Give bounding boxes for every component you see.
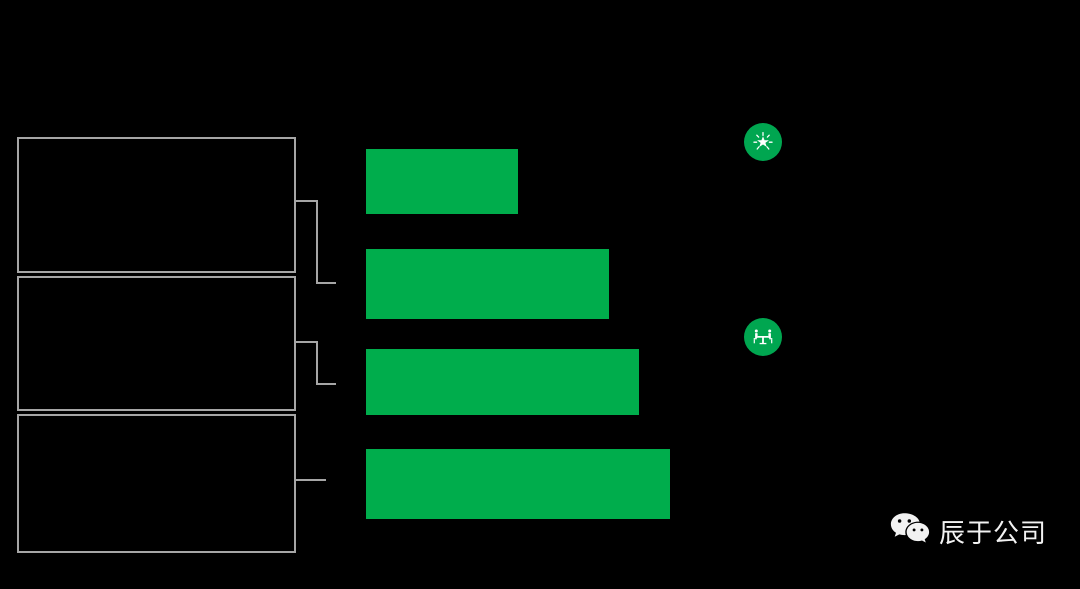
bracket-stub-top <box>296 341 318 343</box>
label-box[interactable] <box>17 414 296 553</box>
line-connector <box>296 479 326 481</box>
bracket-stub-bottom <box>316 383 336 385</box>
bar[interactable] <box>366 449 670 519</box>
bracket-connector <box>296 341 336 387</box>
connector-line <box>296 479 326 481</box>
bracket-connector <box>296 200 336 286</box>
bracket-stub-bottom <box>316 282 336 284</box>
bracket-spine <box>316 341 318 385</box>
bar[interactable] <box>366 149 518 214</box>
bracket-spine <box>316 200 318 284</box>
meeting-table-icon[interactable] <box>744 318 782 356</box>
wechat-logo-icon <box>890 512 930 551</box>
bar[interactable] <box>366 349 639 415</box>
bracket-stub-top <box>296 200 318 202</box>
watermark-text: 辰于公司 <box>939 519 1048 549</box>
bar[interactable] <box>366 249 609 319</box>
watermark: 辰于公司 <box>890 512 1047 551</box>
label-box[interactable] <box>17 137 296 273</box>
sparkle-burst-icon[interactable] <box>744 123 782 161</box>
label-box[interactable] <box>17 276 296 411</box>
